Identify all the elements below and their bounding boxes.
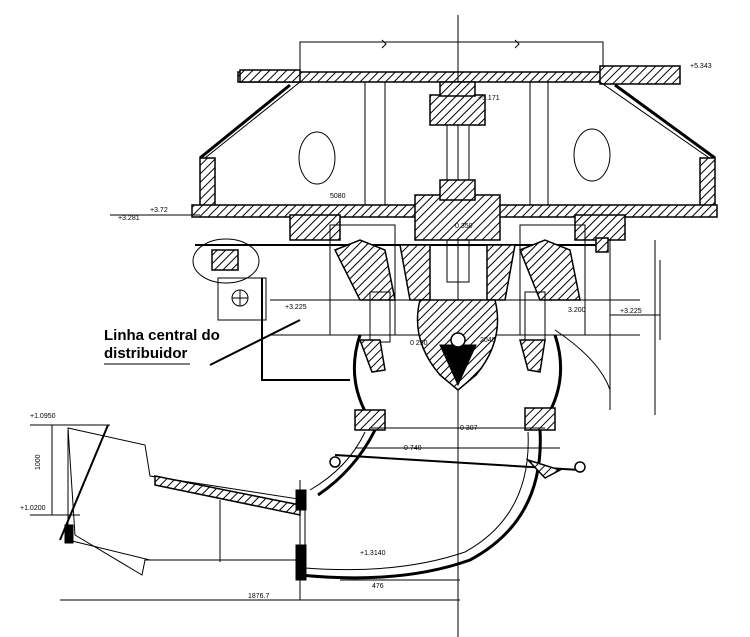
discharge-ring [352, 334, 563, 431]
dim-left-elev-1: +3.72 [150, 207, 168, 214]
distributor [270, 224, 640, 343]
distributor-centerline-caption: Linha central do distribuidor [104, 327, 220, 365]
dim-side: 1000 [35, 454, 42, 470]
dim-center-right-elev: +3.225 [620, 308, 642, 315]
dim-top-right-elev: +5.343 [690, 63, 712, 70]
dim-ring: 0 350 [455, 223, 473, 230]
dim-bottom-left-elev-1: +1.0950 [30, 413, 56, 420]
dim-top-center-elev: +5.171 [478, 95, 500, 102]
dim-bottom: 476 [372, 583, 384, 590]
top-cover [299, 39, 604, 76]
draft-tube [299, 429, 586, 580]
right-wall [554, 240, 656, 415]
caption-line-1: Linha central do [104, 327, 220, 344]
dim-left-upper-label: 5080 [330, 193, 346, 200]
caption-line-2: distribuidor [104, 345, 187, 362]
dim-left-elev-2: +3.281 [118, 215, 140, 222]
dim-bottom-center-elev: +1.3140 [360, 550, 386, 557]
dim-center-small-1: 2040 [480, 337, 496, 344]
shaft [414, 15, 501, 637]
dim-inner: 0 307 [460, 425, 478, 432]
runner [416, 299, 499, 391]
dimension-texts: +5.343 +5.171 +3.72 +3.281 5080 +3.225 +… [20, 63, 712, 600]
dim-right-small: 3.200 [568, 307, 586, 314]
left-arm [192, 238, 350, 381]
dim-overall: 1876.7 [248, 593, 270, 600]
dim-center-left-elev: +3.225 [285, 304, 307, 311]
draft-extension [59, 424, 307, 600]
dim-bottom-left-elev-2: +1.0200 [20, 505, 46, 512]
dim-center-small-2: 0 250 [410, 340, 428, 347]
dim-draft: 0 740 [404, 445, 422, 452]
dimension-lines [30, 214, 661, 601]
